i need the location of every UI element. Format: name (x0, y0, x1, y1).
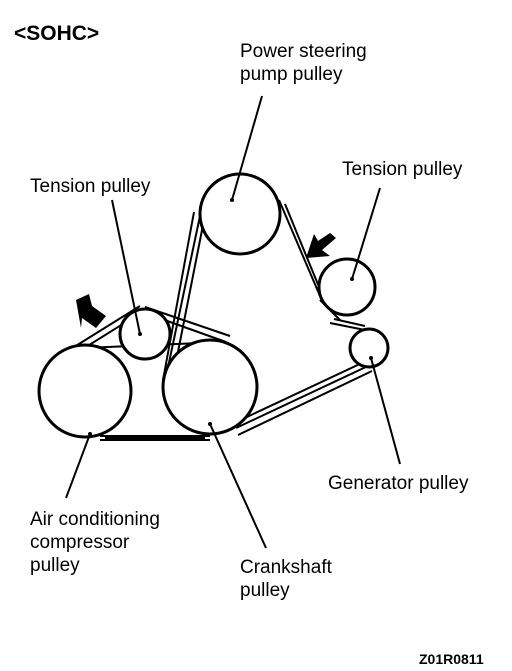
arrow-icon (306, 233, 336, 258)
tension-pulley-left (118, 307, 172, 361)
leader-lines (65, 95, 401, 549)
crankshaft-pulley-label: Crankshaft pulley (240, 557, 332, 601)
variant-title: <SOHC> (14, 22, 100, 45)
power-steering-pulley (198, 172, 282, 256)
tension-pulley-right-label: Tension pulley (342, 159, 463, 180)
generator-pulley-label: Generator pulley (328, 473, 469, 494)
tension-pulley-left-label: Tension pulley (30, 176, 151, 197)
power-steering-pulley-label: Power steering pump pulley (240, 41, 367, 85)
crankshaft-pulley (161, 338, 259, 436)
pulleys (37, 172, 390, 439)
air-conditioning-compressor-pulley (37, 343, 133, 439)
air-conditioning-compressor-pulley-label: Air conditioning compressor pulley (30, 509, 160, 576)
tension-pulley-right (317, 257, 377, 317)
generator-pulley (348, 327, 390, 369)
figure-code: Z01R0811 (419, 651, 484, 667)
arrow-icon (76, 294, 106, 328)
